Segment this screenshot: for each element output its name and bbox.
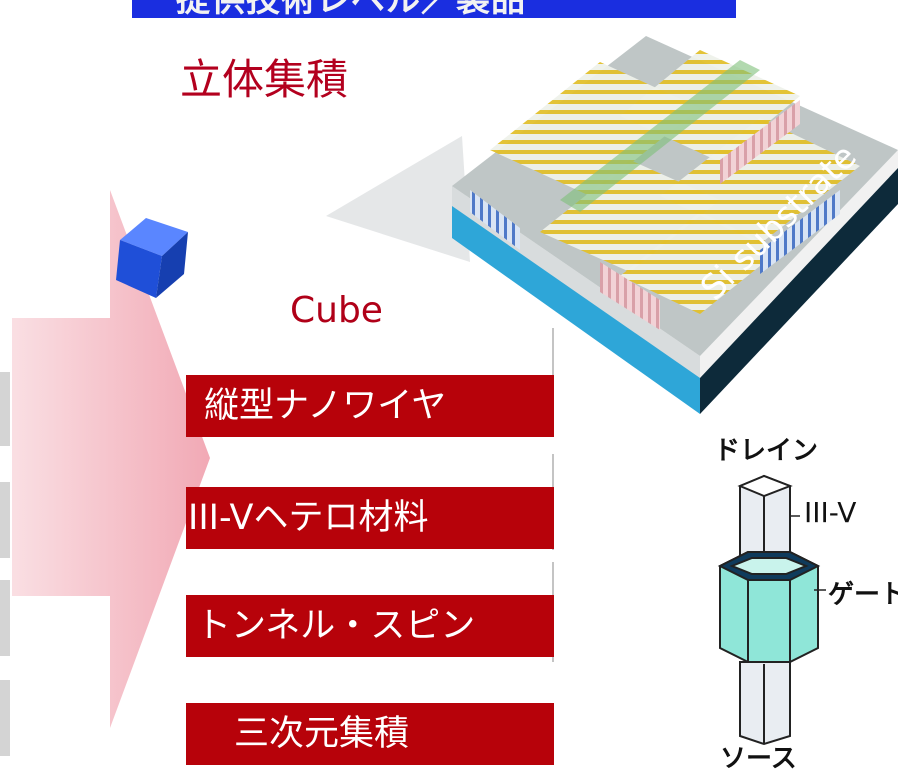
feature-label: トンネル・スピン [196,606,476,646]
chip-3d-illustration [452,36,898,414]
gate-label: ゲート [828,580,898,610]
left-edge-tab [0,680,10,756]
feature-label: 縦型ナノワイヤ [204,386,447,426]
nanowire-transistor-diagram [717,474,826,746]
feature-box-iii-v: III-Vヘテロ材料 [186,487,554,549]
flow-arrow [12,190,210,728]
feature-label: 三次元集積 [234,714,410,754]
banner-title: 提供技術レベル／製品 [176,0,526,18]
left-edge-tab [0,482,10,558]
title-banner: 提供技術レベル／製品 [132,0,736,18]
feature-box-3d-integration: 三次元集積 [186,703,554,765]
drain-label: ドレイン [714,436,819,466]
source-label: ソース [720,744,797,774]
section-heading: 立体集積 [180,55,349,104]
feature-box-tunnel-spin: トンネル・スピン [186,595,554,657]
feature-label: III-Vヘテロ材料 [188,498,429,538]
iii-v-label: III-V [804,496,857,529]
left-edge-tab [0,372,10,446]
left-edge-tab [0,580,10,656]
cube-label: Cube [290,290,383,331]
blue-cube-icon [116,218,188,298]
zoom-callout-wedge [326,136,470,262]
feature-box-nanowire: 縦型ナノワイヤ [186,375,554,437]
